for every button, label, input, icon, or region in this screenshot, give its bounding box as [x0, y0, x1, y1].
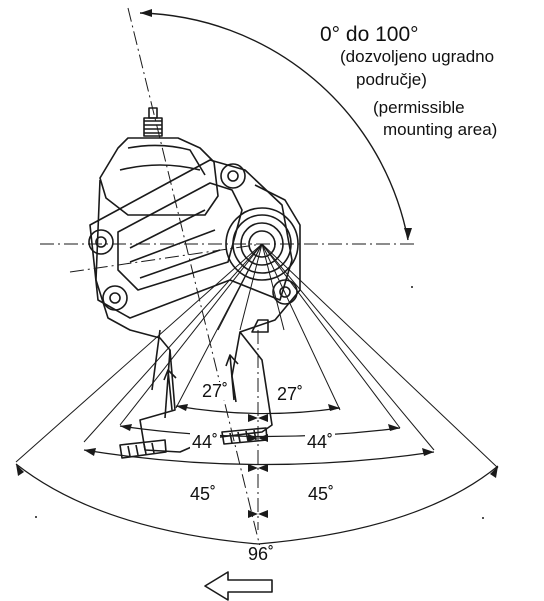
angle-27-left: 27˚ — [200, 381, 231, 401]
angle-arrowheads — [16, 404, 498, 518]
note-english-line-1: (permissible — [373, 98, 465, 117]
angle-45-right: 45˚ — [306, 484, 337, 504]
mounting-area-arc — [139, 9, 412, 241]
angle-dimension-arcs — [15, 405, 499, 545]
note-croatian-line-1: (dozvoljeno ugradno — [340, 47, 495, 66]
angle-44-left: 44˚ — [190, 432, 221, 452]
angle-45-left: 45˚ — [188, 484, 219, 504]
sector-radial-lines — [15, 243, 499, 469]
note-english-line-2: mounting area) — [383, 120, 498, 139]
valve-body — [99, 137, 219, 216]
direction-arrow — [204, 571, 273, 601]
angle-96-total: 96˚ — [246, 544, 277, 564]
steering-gear-housing — [88, 107, 301, 459]
note-croatian-line-2: područje) — [356, 70, 427, 89]
angle-27-right: 27˚ — [275, 384, 306, 404]
specks — [35, 286, 484, 519]
angle-44-right: 44˚ — [305, 432, 336, 452]
mounting-range-label: 0° do 100° — [320, 23, 419, 46]
